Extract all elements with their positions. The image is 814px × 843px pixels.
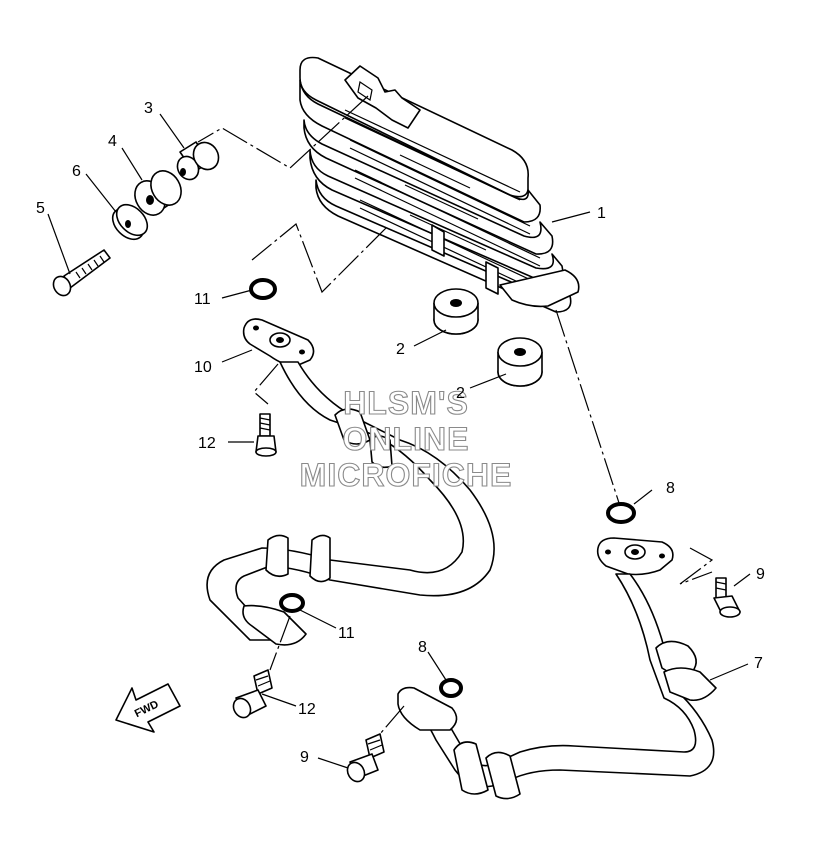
o-ring-upper-left: [249, 278, 277, 300]
watermark: HLSM'S ONLINE MICROFICHE: [299, 384, 513, 493]
o-ring-upper-right: [606, 502, 636, 524]
callout-10: 10: [194, 359, 212, 376]
leader-lines: [47, 113, 751, 769]
bolt-12-lower: [232, 669, 273, 719]
callout-2-lower: 2: [456, 385, 465, 402]
bolt: [52, 249, 111, 297]
assembly-lines: [197, 95, 714, 735]
callout-4: 4: [108, 133, 117, 150]
callout-3: 3: [144, 100, 153, 117]
collar: [176, 141, 220, 181]
bolt-12-upper: [255, 413, 277, 457]
callouts: 1 2 2 3 4 5 6 7 8 8 9 9 10 11 11 12 12: [36, 100, 765, 766]
bolt-9-lower: [346, 733, 385, 783]
fwd-arrow: FWD: [115, 683, 181, 733]
damper-rubber-upper: [433, 288, 479, 335]
callout-1: 1: [597, 205, 606, 222]
o-ring-lower-left: [279, 593, 305, 613]
oil-cooler-hose-1: [397, 537, 717, 800]
callout-8-upper: 8: [666, 480, 675, 497]
callout-8-lower: 8: [418, 639, 427, 656]
callout-5: 5: [36, 200, 45, 217]
o-ring-lower-right: [439, 678, 463, 698]
callout-6: 6: [72, 163, 81, 180]
watermark-line-2: ONLINE: [343, 421, 470, 457]
bolt-9-right: [713, 577, 741, 618]
oil-cooler-hose-2: [206, 318, 495, 646]
damper: [134, 170, 182, 216]
oil-cooler: [299, 56, 580, 313]
callout-9-right: 9: [756, 566, 765, 583]
watermark-line-3: MICROFICHE: [300, 457, 513, 493]
callout-12-lower: 12: [298, 701, 316, 718]
watermark-line-1: HLSM'S: [343, 385, 469, 421]
callout-11-lower: 11: [338, 625, 355, 642]
callout-11-upper: 11: [194, 291, 211, 308]
callout-7: 7: [754, 655, 763, 672]
callout-12-upper: 12: [198, 435, 216, 452]
callout-9-lower: 9: [300, 749, 309, 766]
callout-2-upper: 2: [396, 341, 405, 358]
damper-rubber-lower: [497, 337, 543, 387]
